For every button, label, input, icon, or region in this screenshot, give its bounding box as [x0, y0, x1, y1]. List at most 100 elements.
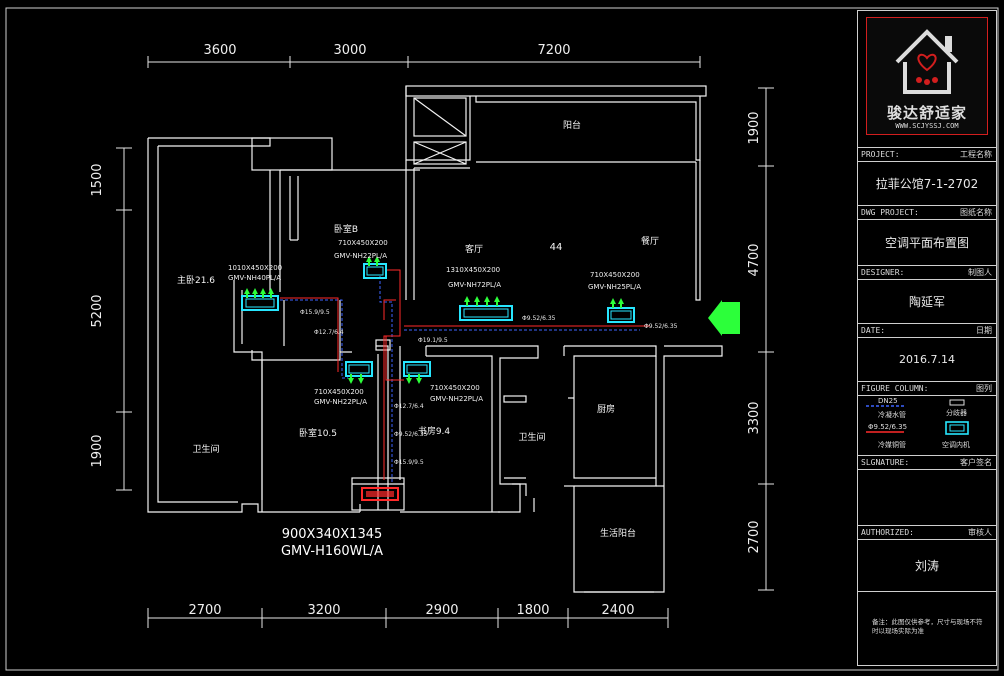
unit-model: GMV-NH22PL/A: [314, 398, 367, 406]
project-header: PROJECT: 工程名称: [858, 147, 996, 162]
note-area: 备注：此图仅供参考，尺寸与现场不符时以现场实际为准: [858, 591, 996, 666]
signature-label-cn: 客户签名: [960, 458, 992, 467]
unit-model: GMV-NH40PL/A: [228, 274, 281, 282]
unit-size: 710X450X200: [338, 239, 388, 247]
designer-value: 陶延军: [858, 279, 996, 324]
unit-model: GMV-NH22PL/A: [334, 252, 387, 260]
project-label: PROJECT:: [861, 150, 900, 159]
figure-header: FIGURE COLUMN: 图列: [858, 381, 996, 396]
unit-size: 1310X450X200: [446, 266, 500, 274]
room-balcony: 阳台: [563, 119, 581, 131]
indoor-units: [241, 263, 635, 377]
designer-header: DESIGNER: 制图人: [858, 265, 996, 280]
legend-area: 冷凝水管 分歧器 冷媒铜管 空调内机: [858, 395, 996, 454]
indoor-unit-bedroom-b[interactable]: [363, 263, 387, 279]
signature-field[interactable]: [858, 469, 996, 526]
date-label-cn: 日期: [976, 326, 992, 335]
drawing-frame: [5, 7, 999, 671]
authorized-value: 刘涛: [858, 539, 996, 592]
signature-label: SLGNATURE:: [861, 458, 910, 467]
dim-top-3: 7200: [537, 43, 570, 58]
unit-size: 710X450X200: [430, 384, 480, 392]
room-bath-left: 卫生间: [192, 443, 219, 455]
legend-indoor: 空调内机: [942, 441, 970, 449]
legend-branch: 分歧器: [946, 409, 967, 417]
house-logo-icon: [895, 29, 959, 94]
walls: [147, 85, 723, 593]
indoor-unit-bedroom-105[interactable]: [345, 361, 373, 377]
dim-top-1: 3600: [203, 43, 236, 58]
authorized-label: AUTHORIZED:: [861, 528, 914, 537]
authorized-header: AUTHORIZED: 审核人: [858, 525, 996, 540]
unit-size: 710X450X200: [590, 271, 640, 279]
entry-arrow: [708, 300, 740, 336]
authorized-label-cn: 审核人: [968, 528, 992, 537]
room-bedroom-105: 卧室10.5: [299, 427, 337, 439]
pipe-label: Φ9.52/6.35: [644, 323, 678, 330]
pipes: [280, 269, 650, 482]
dim-left-1: 1500: [90, 163, 105, 196]
legend-refrigerant: 冷媒铜管: [878, 441, 906, 449]
designer-label: DESIGNER:: [861, 268, 905, 277]
outdoor-unit-size: 900X340X1345: [282, 527, 383, 542]
logo-brand-text: 骏达舒适家: [886, 104, 967, 122]
date-value: 2016.7.14: [858, 337, 996, 382]
indoor-unit-study[interactable]: [403, 361, 431, 377]
project-value: 拉菲公馆7-1-2702: [858, 161, 996, 206]
room-bath-mid: 卫生间: [518, 431, 545, 443]
dim-top-2: 3000: [333, 43, 366, 58]
dimension-labels: 3600 3000 7200 2700 3200 2900 1800 2400 …: [90, 43, 762, 618]
outdoor-unit-symbol[interactable]: [361, 487, 399, 501]
dim-right-2: 4700: [747, 243, 762, 276]
indoor-unit-dining[interactable]: [607, 307, 635, 323]
pipe-label: Φ15.9/9.5: [300, 309, 330, 316]
signature-header: SLGNATURE: 客户签名: [858, 455, 996, 470]
pipe-labels: Φ15.9/9.5 Φ12.7/6.4 Φ19.1/9.5 Φ9.52/6.35…: [300, 309, 678, 466]
room-master: 主卧21.6: [177, 274, 215, 286]
legend-condensate-tag: DN25: [878, 397, 898, 405]
pipe-label: Φ9.52/6.35: [522, 315, 556, 322]
outdoor-unit-annotation: 900X340X1345 GMV-H160WL/A: [281, 527, 383, 559]
airflow-arrows: [244, 256, 624, 384]
dim-bottom-4: 1800: [516, 603, 549, 618]
room-living-area: 44: [550, 242, 563, 253]
logo-url-text: WWW.SCJYSSJ.COM: [895, 122, 959, 130]
indoor-unit-master[interactable]: [241, 295, 279, 311]
unit-model: GMV-NH22PL/A: [430, 395, 483, 403]
room-dining: 餐厅: [641, 235, 659, 247]
dwg-label: DWG PROJECT:: [861, 208, 919, 217]
room-study: 书房9.4: [418, 425, 451, 437]
unit-model: GMV-NH25PL/A: [588, 283, 641, 291]
legend-condensate: 冷凝水管: [878, 411, 906, 419]
company-logo: 骏达舒适家 WWW.SCJYSSJ.COM: [866, 17, 988, 135]
unit-model: GMV-NH72PL/A: [448, 281, 501, 289]
dim-bottom-1: 2700: [188, 603, 221, 618]
dim-right-1: 1900: [747, 111, 762, 144]
unit-annotations: 1010X450X200 GMV-NH40PL/A 710X450X200 GM…: [228, 239, 641, 406]
dim-left-3: 1900: [90, 434, 105, 467]
room-kitchen: 厨房: [597, 403, 615, 415]
pipe-label: Φ12.7/6.4: [314, 329, 344, 336]
legend-refrigerant-tag: Φ9.52/6.35: [868, 423, 907, 431]
dwg-label-cn: 图纸名称: [960, 208, 992, 217]
dimension-lines: [116, 56, 774, 628]
dwg-value: 空调平面布置图: [858, 219, 996, 266]
dim-left-2: 5200: [90, 294, 105, 327]
dwg-header: DWG PROJECT: 图纸名称: [858, 205, 996, 220]
dim-bottom-2: 3200: [307, 603, 340, 618]
designer-label-cn: 制图人: [968, 268, 992, 277]
dim-right-4: 2700: [747, 520, 762, 553]
drawing-note: 备注：此图仅供参考，尺寸与现场不符时以现场实际为准: [872, 618, 983, 635]
figure-label: FIGURE COLUMN:: [861, 384, 929, 393]
pipe-label: Φ9.52/6.35: [394, 431, 428, 438]
pipe-label: Φ19.1/9.5: [418, 337, 448, 344]
unit-size: 710X450X200: [314, 388, 364, 396]
date-header: DATE: 日期: [858, 323, 996, 338]
figure-label-cn: 图列: [976, 384, 992, 393]
room-labels: 阳台 卧室B 客厅 44 餐厅 主卧21.6 卫生间 卧室10.5 书房9.4 …: [177, 119, 659, 539]
indoor-unit-living[interactable]: [459, 305, 513, 321]
room-service-balcony: 生活阳台: [600, 527, 636, 539]
title-block: 骏达舒适家 WWW.SCJYSSJ.COM PROJECT: 工程名称 拉菲公馆…: [857, 10, 997, 666]
legend-symbols: DN25 Φ9.52/6.35: [866, 397, 969, 435]
